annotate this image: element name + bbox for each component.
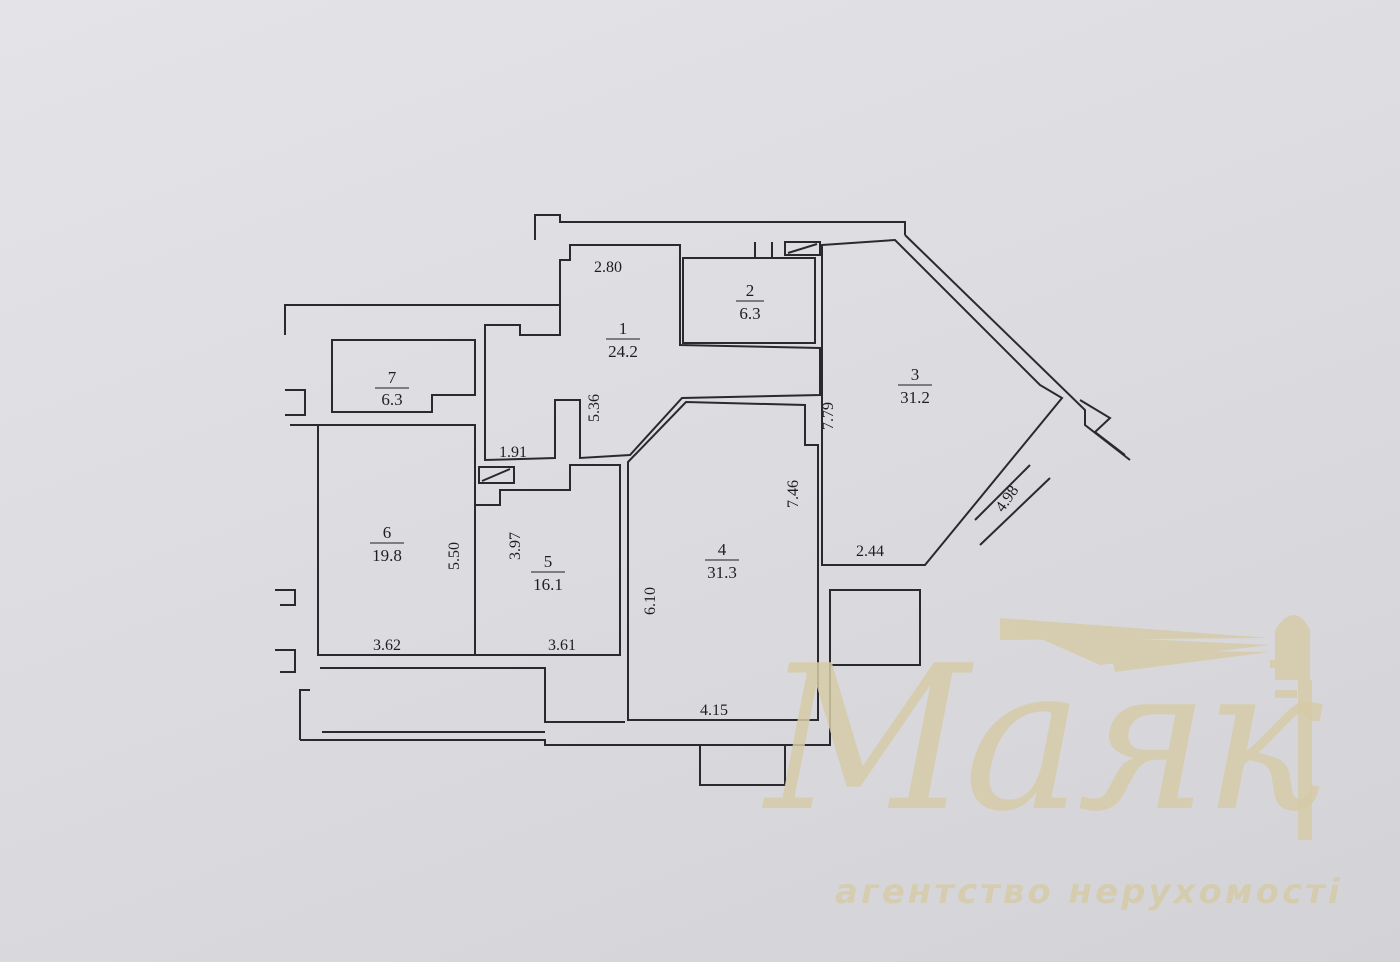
dimension-3-62: 3.62 [373, 637, 401, 654]
watermark-brand: Маяк [765, 623, 1323, 856]
dimension-2-80: 2.80 [594, 259, 622, 276]
dimension-2-44: 2.44 [856, 543, 884, 560]
room-labels: 1 24.2 2 6.3 3 31.2 4 31.3 5 16.1 6 19.8… [370, 281, 932, 594]
dimension-4-98: 4.98 [992, 483, 1022, 516]
dimension-5-36: 5.36 [586, 394, 603, 422]
room-1-number: 1 [619, 319, 628, 338]
room-3-number: 3 [911, 365, 920, 384]
room-4-area: 31.3 [707, 563, 737, 582]
dimension-5-50: 5.50 [446, 542, 463, 570]
dimension-4-15: 4.15 [700, 702, 728, 719]
dimension-6-10: 6.10 [642, 587, 659, 615]
room-2-outline [682, 257, 816, 344]
room-7-number: 7 [388, 368, 397, 387]
dimension-7-46: 7.46 [785, 480, 802, 508]
room-4-number: 4 [718, 540, 727, 559]
room-5-number: 5 [544, 552, 553, 571]
rooms [317, 238, 1064, 721]
dimension-1-91: 1.91 [499, 444, 527, 461]
room-4-outline [627, 400, 819, 721]
room-1-outline [484, 244, 821, 462]
lighthouse-logo [1000, 615, 1312, 840]
dimension-3-61: 3.61 [548, 637, 576, 654]
room-5-outline [474, 464, 621, 656]
room-2-number: 2 [746, 281, 755, 300]
room-6-area: 19.8 [372, 546, 402, 565]
dimension-7-79: 7.79 [820, 402, 837, 430]
room-7-area: 6.3 [381, 390, 402, 409]
room-6-outline [317, 424, 476, 656]
room-1-area: 24.2 [608, 342, 638, 361]
room-7-outline [331, 339, 476, 413]
room-5-area: 16.1 [533, 575, 563, 594]
room-3-area: 31.2 [900, 388, 930, 407]
room-3-outline [821, 238, 1064, 566]
watermark-tagline: агентство нерухомості [835, 872, 1343, 912]
dimension-3-97: 3.97 [507, 532, 524, 560]
room-6-number: 6 [383, 523, 392, 542]
room-2-area: 6.3 [739, 304, 760, 323]
